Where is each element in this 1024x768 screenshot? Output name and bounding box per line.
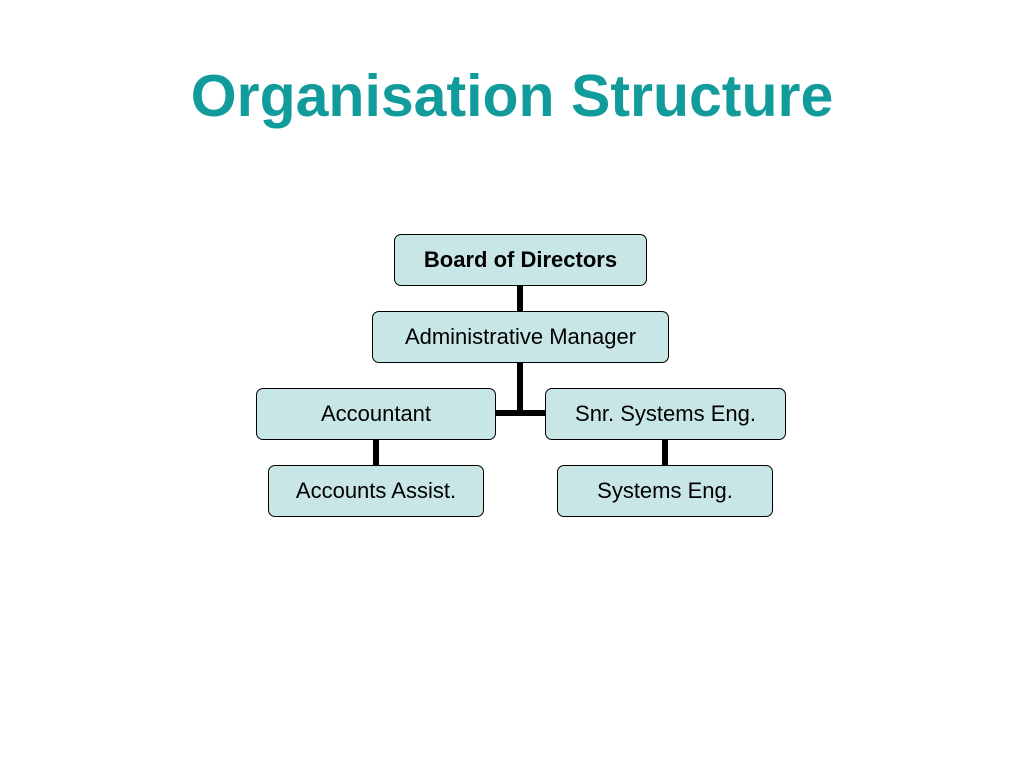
node-snr-systems-eng: Snr. Systems Eng. [545, 388, 786, 440]
page-title: Organisation Structure [190, 63, 834, 129]
node-accountant: Accountant [256, 388, 496, 440]
node-accounts-assist: Accounts Assist. [268, 465, 484, 517]
node-board-of-directors: Board of Directors [394, 234, 647, 286]
node-systems-eng: Systems Eng. [557, 465, 773, 517]
node-administrative-manager: Administrative Manager [372, 311, 669, 363]
